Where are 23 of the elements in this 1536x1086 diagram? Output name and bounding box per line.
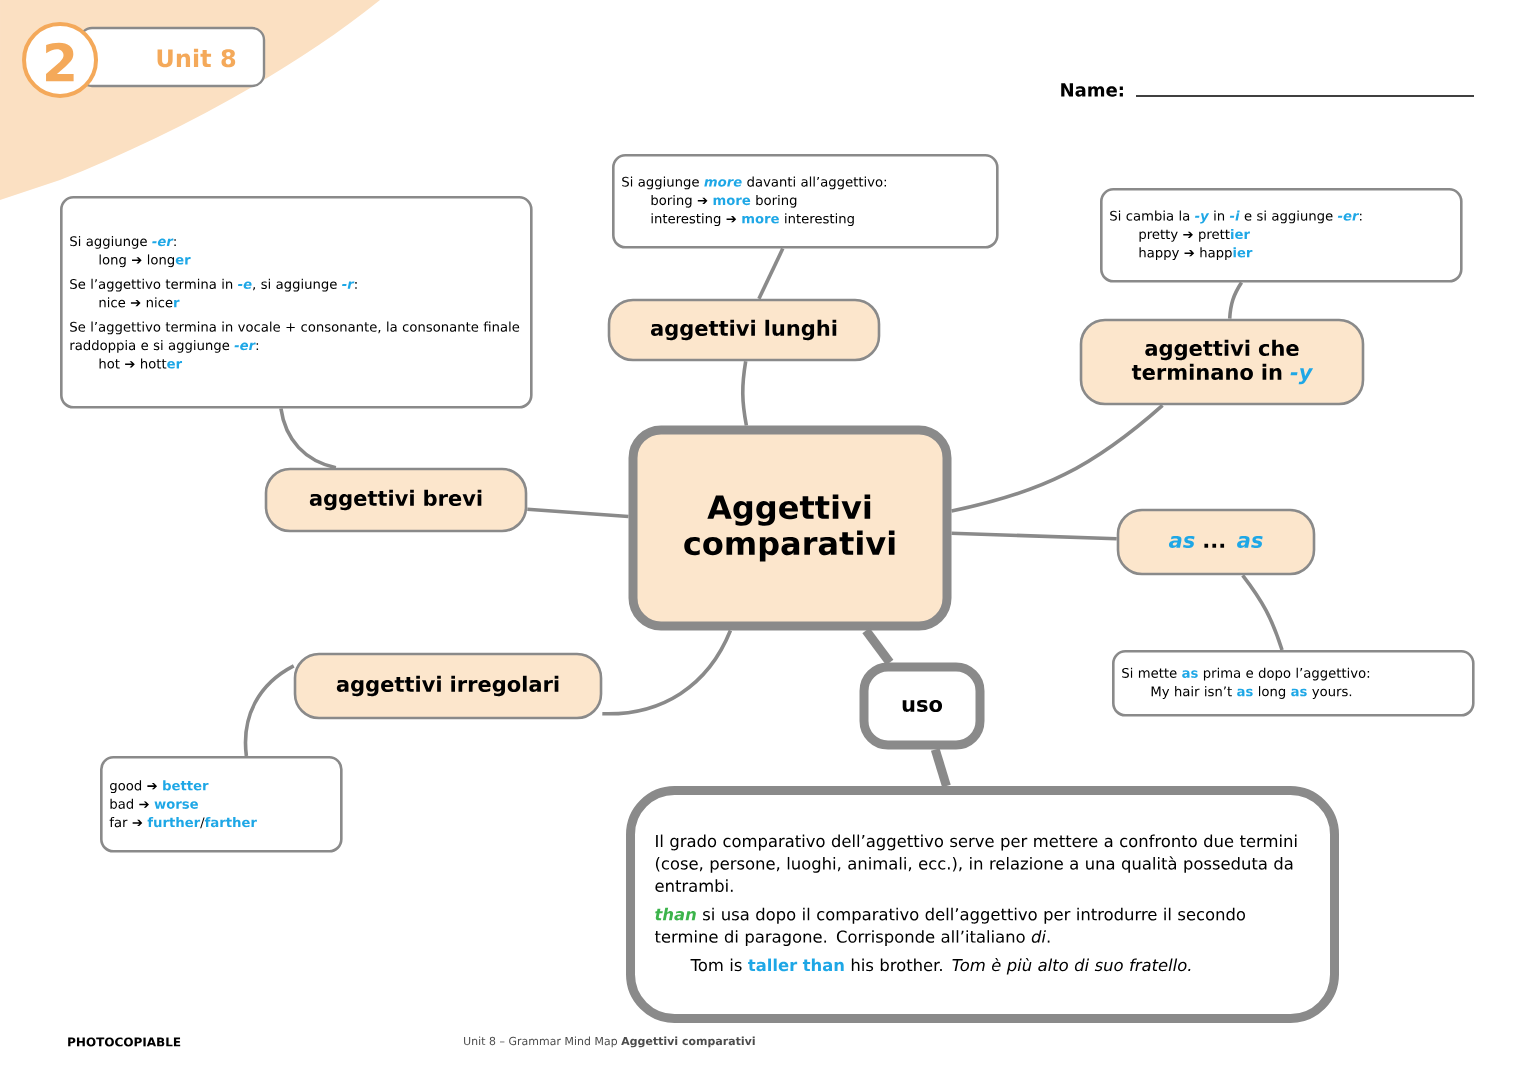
connector-line xyxy=(1241,574,1284,651)
topic-bubble: aggettivi brevi xyxy=(264,467,528,533)
connector-line xyxy=(862,627,894,666)
connector-line xyxy=(243,664,295,757)
topic-bubble: aggettivi lunghi xyxy=(607,298,881,362)
connector-line xyxy=(279,408,337,470)
name-label: Name: xyxy=(1061,83,1123,97)
usage-box: Il grado comparativo dell’aggettivo serve per mettere a confronto due termini (cose, persone, luoghi, animali, ecc.), in relazione a una qualità posseduta da entrambi. than si usa dopo il comparativo dell’aggettivo per introdurre il secondo termine di paragone. Corrisponde all’italiano di. Tom is taller than his brother. Tom è più alto di suo fratello. xyxy=(626,786,1339,1023)
topic-bubble: aggettivi irregolari xyxy=(293,652,603,720)
unit-title: Unit 8 xyxy=(157,48,236,68)
topic-bubble: as ... as xyxy=(1116,508,1316,576)
connector-line xyxy=(930,748,951,788)
topic-bubble: aggettivi che terminano in -y xyxy=(1079,318,1365,406)
topic-bubble: uso xyxy=(859,662,985,750)
connector-line xyxy=(740,361,749,426)
central-topic-box: Aggettivi comparativi xyxy=(628,425,952,631)
connector-line xyxy=(527,507,629,519)
connector-line xyxy=(951,403,1164,513)
connector-line xyxy=(602,629,733,716)
connector-line xyxy=(951,531,1117,541)
unit-number: 2 xyxy=(46,42,74,82)
connector-line xyxy=(757,247,785,300)
connector-line xyxy=(1227,281,1244,319)
